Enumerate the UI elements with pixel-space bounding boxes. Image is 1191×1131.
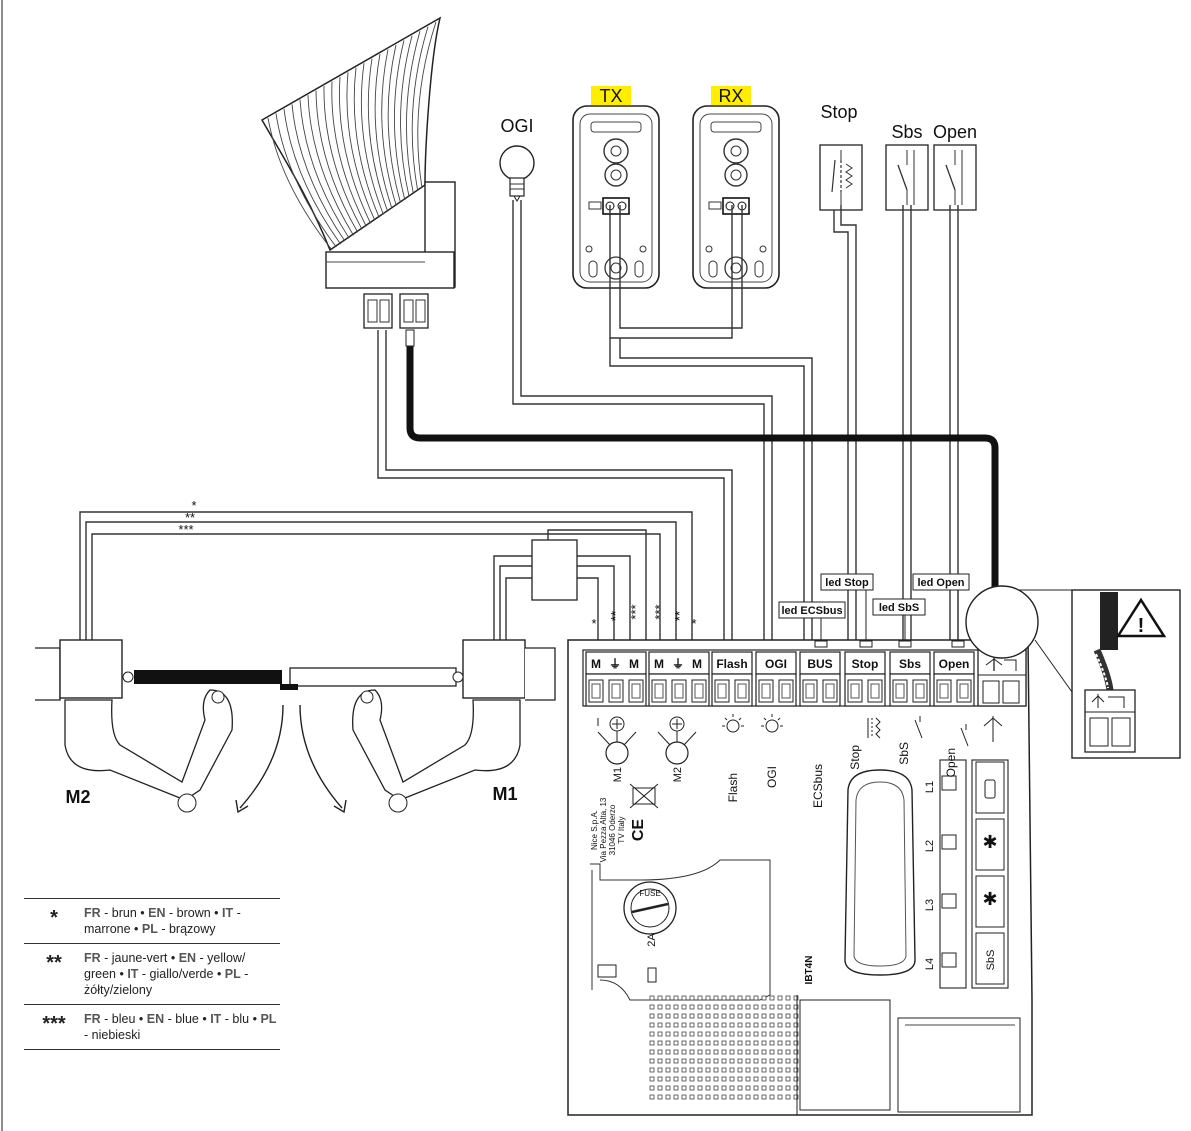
tx-label: TX (599, 86, 622, 106)
led-l1-label: L1 (924, 781, 936, 793)
legend-symbol: ** (46, 952, 62, 974)
terminal-label: Open (939, 657, 970, 671)
led-sbs-label: led SbS (879, 602, 919, 614)
sym-flash-label: Flash (726, 773, 740, 802)
legend-text: FR - brun • EN - brown • IT - marrone • … (84, 906, 241, 936)
wires (79, 200, 959, 690)
sym-m1-label: M1 (612, 767, 624, 782)
ogi-label: OGI (500, 116, 533, 136)
terminal-label: OGI (765, 657, 787, 671)
wire-mark-m1-2: ** (608, 611, 623, 621)
button-sbs-label: SbS (985, 950, 997, 971)
led-l4-label: L4 (924, 958, 936, 970)
module-label: IBT4N (804, 956, 815, 985)
m1-label: M1 (492, 784, 517, 804)
svg-text:✱: ✱ (982, 889, 997, 909)
photocell-tx-icon (572, 105, 660, 289)
open-switch-icon (933, 144, 977, 211)
wire-mark-m2-1: * (691, 616, 696, 631)
led-open-label: led Open (917, 577, 964, 589)
terminal-label: ⏚ (609, 657, 621, 671)
ogi-lamp-icon (499, 145, 535, 202)
wire-color-legend: * FR - brun • EN - brown • IT - marrone •… (24, 898, 280, 1050)
led-l3-label: L3 (924, 899, 936, 911)
legend-symbol: *** (42, 1013, 66, 1035)
rx-label: RX (718, 86, 743, 106)
terminal-label: Stop (852, 657, 879, 671)
photocell-rx-icon (692, 105, 780, 289)
m2-label: M2 (65, 787, 90, 807)
legend-row: * FR - brun • EN - brown • IT - marrone •… (24, 898, 280, 943)
sym-ogi-label: OGI (765, 766, 779, 788)
stop-label: Stop (820, 102, 857, 122)
terminal-label: M (629, 657, 639, 671)
control-board: ✱ ✱ (567, 573, 1033, 1116)
antenna-detail: ! (965, 585, 1181, 759)
stop-switch-icon (819, 144, 863, 211)
maker-line-2: Via Pezza Alta, 13 (599, 797, 608, 862)
legend-text: FR - bleu • EN - blue • IT - blu • PL - … (84, 1012, 277, 1042)
terminal-label: M (692, 657, 702, 671)
gate-actuators (35, 639, 556, 814)
open-label: Open (933, 122, 977, 142)
wire-mark-double: ** (185, 510, 195, 525)
antenna-cable (406, 338, 999, 615)
maker-line-4: TV Italy (617, 816, 626, 843)
sym-ecsbus-label: ECSbus (811, 764, 825, 808)
terminal-label: BUS (807, 657, 832, 671)
warning-icon (1115, 597, 1167, 638)
sym-sbs-label: SbS (897, 742, 911, 765)
sbs-switch-icon (885, 144, 929, 211)
legend-row: *** FR - bleu • EN - blue • IT - blu • PL… (24, 1004, 280, 1050)
wire-mark-m1-3: *** (628, 604, 643, 619)
fuse-label: FUSE (639, 889, 660, 898)
tx-highlight (591, 86, 631, 105)
ce-mark: CE (630, 819, 647, 842)
wire-mark-m1-1: * (591, 616, 596, 631)
svg-text:!: ! (1138, 615, 1145, 637)
svg-text:✱: ✱ (982, 832, 997, 852)
sym-m2-label: M2 (672, 767, 684, 782)
fuse-rating-label: 2A (646, 933, 658, 947)
wire-mark-single: * (191, 498, 196, 513)
terminal-label: Flash (716, 657, 747, 671)
terminal-label: Sbs (899, 657, 921, 671)
led-ecsbus-label: led ECSbus (781, 605, 842, 617)
legend-symbol: * (50, 907, 58, 929)
capacitor-box (531, 539, 578, 601)
legend-row: ** FR - jaune-vert • EN - yellow/ green •… (24, 943, 280, 1004)
terminal-label: M (591, 657, 601, 671)
legend-text: FR - jaune-vert • EN - yellow/ green • I… (84, 951, 249, 997)
sym-open-label: Open (944, 748, 958, 777)
led-l2-label: L2 (924, 840, 936, 852)
wire-mark-m2-3: *** (652, 604, 667, 619)
maker-line-3: 31046 Oderzo (608, 804, 617, 855)
terminal-label: M (654, 657, 664, 671)
flashing-light (260, 16, 456, 329)
terminal-label: ⏚ (672, 657, 684, 671)
maker-line-1: Nice S.p.A. (590, 810, 599, 850)
wire-mark-m2-2: ** (672, 611, 687, 621)
wire-mark-triple: *** (178, 522, 193, 537)
rx-highlight (711, 86, 751, 105)
sym-stop-label: Stop (848, 745, 862, 770)
led-stop-label: led Stop (825, 577, 869, 589)
sbs-label: Sbs (891, 122, 922, 142)
